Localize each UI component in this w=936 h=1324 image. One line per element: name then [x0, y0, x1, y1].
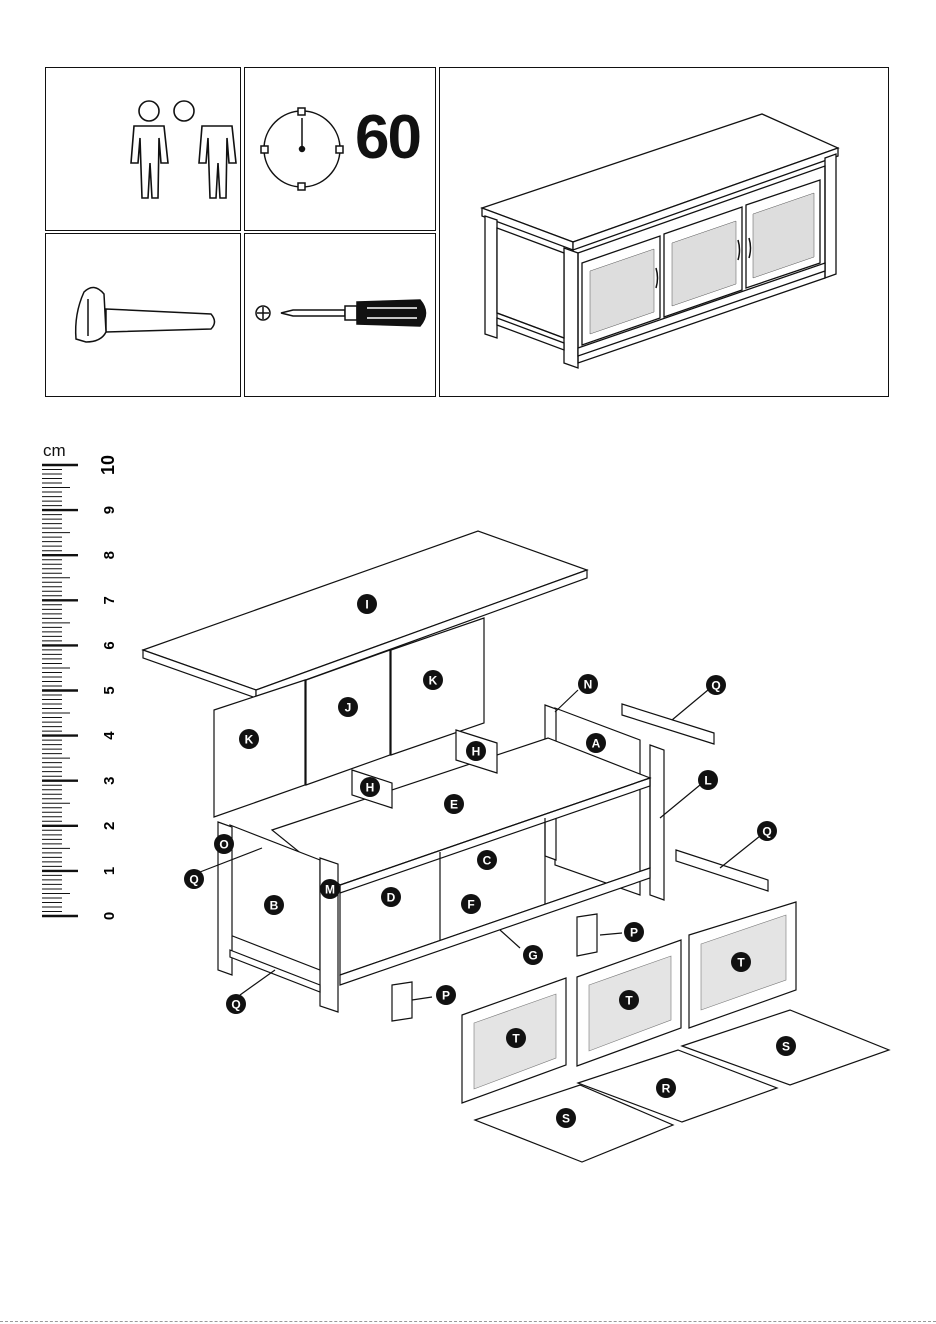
hammer-icon: [46, 234, 242, 398]
part-label-P: P: [442, 989, 450, 1003]
tv-stand-illustration: [440, 68, 890, 398]
part-label-B: B: [270, 899, 279, 913]
assembly-minutes: 60: [355, 102, 420, 173]
part-Q-rail-side: [676, 850, 768, 891]
ruler-number: 3: [101, 777, 118, 785]
part-P-block-left: [392, 982, 412, 1021]
part-label-Q: Q: [231, 998, 240, 1012]
part-label-P: P: [630, 926, 638, 940]
ruler-number: 2: [101, 822, 118, 830]
part-label-T: T: [512, 1032, 520, 1046]
people-required-panel: [45, 67, 241, 231]
ruler-number: 0: [101, 912, 118, 920]
part-K-back-panel-left: [214, 680, 305, 817]
part-label-D: D: [387, 891, 396, 905]
part-label-K: K: [429, 674, 438, 688]
part-label-L: L: [704, 774, 711, 788]
assembly-time-panel: 60: [244, 67, 436, 231]
ruler-number: 10: [98, 455, 118, 475]
ruler-number: 7: [101, 596, 118, 604]
part-label-F: F: [467, 898, 474, 912]
hammer-tool-panel: [45, 233, 241, 397]
two-person-icon: [46, 68, 242, 232]
exploded-assembly-diagram: I K J K N A Q L H H E Q O Q M C B D F G P Q P T T T S R S: [130, 520, 910, 1170]
part-label-T: T: [737, 956, 745, 970]
part-label-O: O: [219, 838, 228, 852]
phillips-screwdriver-icon: [245, 234, 437, 398]
part-L-leg: [650, 745, 664, 900]
page-bottom-rule: [0, 1321, 936, 1322]
part-label-E: E: [450, 798, 458, 812]
part-P-block-right: [577, 914, 597, 956]
part-label-T: T: [625, 994, 633, 1008]
part-label-R: R: [662, 1082, 671, 1096]
ruler-number: 6: [101, 641, 118, 649]
part-label-I: I: [365, 598, 368, 612]
part-label-K: K: [245, 733, 254, 747]
part-label-G: G: [528, 949, 537, 963]
screwdriver-tool-panel: [244, 233, 436, 397]
part-label-J: J: [345, 701, 352, 715]
measuring-ruler: 0 1 2 3 4 5 6 7 8 9 10: [38, 440, 128, 920]
part-label-Q: Q: [189, 873, 198, 887]
ruler-number: 9: [101, 506, 118, 514]
part-label-C: C: [483, 854, 492, 868]
part-label-Q: Q: [711, 679, 720, 693]
part-label-S: S: [562, 1112, 570, 1126]
ruler-number: 8: [101, 551, 118, 559]
ruler-number: 1: [101, 867, 118, 875]
part-label-N: N: [584, 678, 593, 692]
part-label-Q: Q: [762, 825, 771, 839]
part-label-S: S: [782, 1040, 790, 1054]
finished-product-panel: [439, 67, 889, 397]
ruler-number: 5: [101, 686, 118, 694]
part-label-A: A: [592, 737, 601, 751]
part-label-H: H: [472, 745, 481, 759]
part-label-M: M: [325, 883, 335, 897]
part-label-H: H: [366, 781, 375, 795]
ruler-number: 4: [101, 731, 118, 740]
